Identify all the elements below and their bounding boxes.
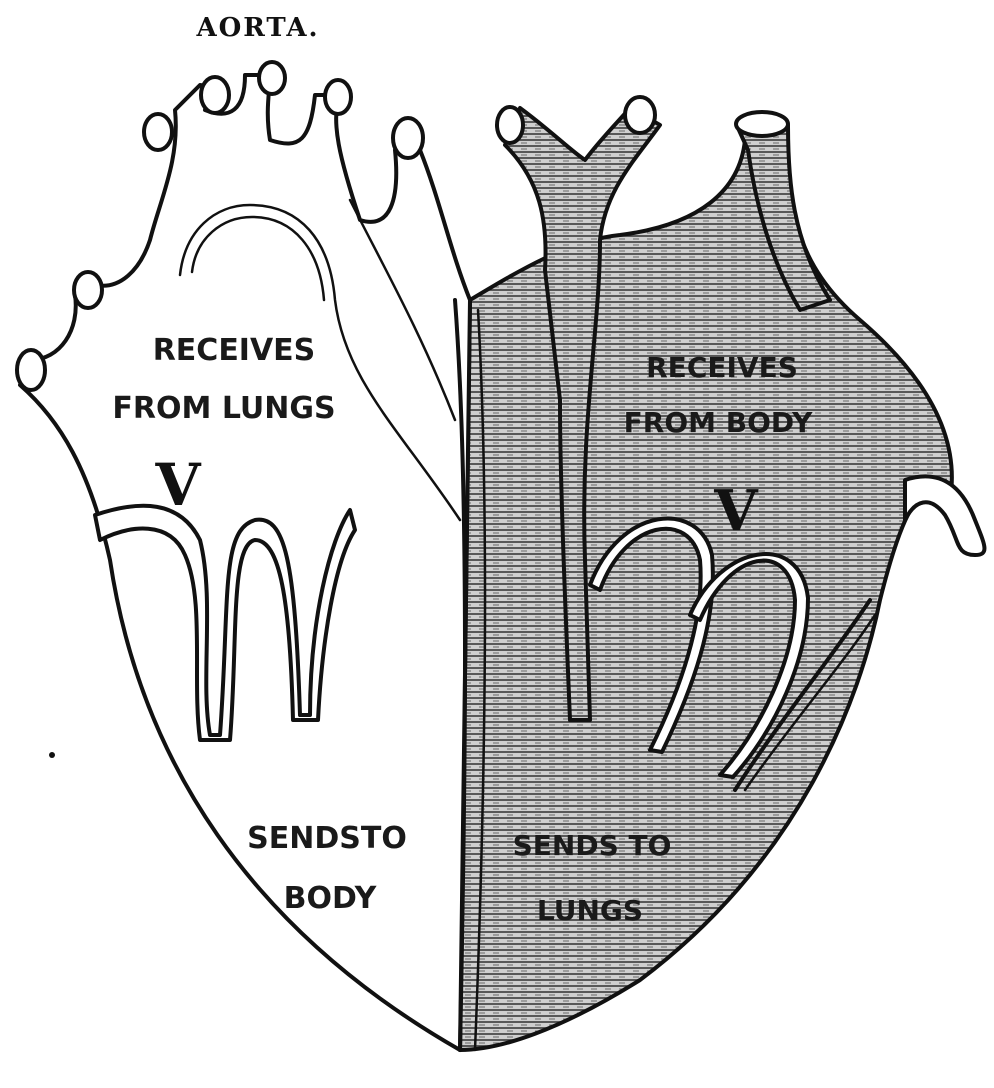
left-heart-chamber: [20, 75, 470, 1050]
pulmonary-artery-opening-1: [497, 107, 523, 143]
left-lower-label-line1: SENDSTO: [247, 821, 407, 856]
pulmonary-vein-opening-2: [74, 272, 102, 308]
right-valve-mark: V: [713, 478, 759, 544]
right-upper-label-line2: FROM BODY: [624, 406, 813, 439]
right-upper-label-line1: RECEIVES: [646, 351, 798, 384]
aorta-branch-opening-2: [201, 77, 229, 113]
left-upper-label-line1: RECEIVES: [153, 333, 316, 368]
aorta-branch-opening-4: [325, 80, 351, 114]
aorta-branch-opening-1: [144, 114, 172, 150]
vena-cava-opening: [736, 112, 788, 136]
aorta-branch-opening-3: [259, 62, 285, 94]
left-upper-label-line2: FROM LUNGS: [112, 391, 335, 426]
left-valve-mark: V: [154, 451, 201, 519]
ink-dot: [49, 752, 55, 758]
right-lower-label-line2: LUNGS: [537, 894, 643, 927]
aorta-title: AORTA.: [195, 13, 319, 43]
right-outflow-vessel: [905, 476, 984, 555]
right-lower-label-line1: SENDS TO: [513, 829, 672, 862]
left-lower-label-line2: BODY: [284, 881, 378, 916]
aorta-opening: [393, 118, 423, 158]
pulmonary-vein-opening-1: [17, 350, 45, 390]
pulmonary-artery-opening-2: [625, 97, 655, 133]
